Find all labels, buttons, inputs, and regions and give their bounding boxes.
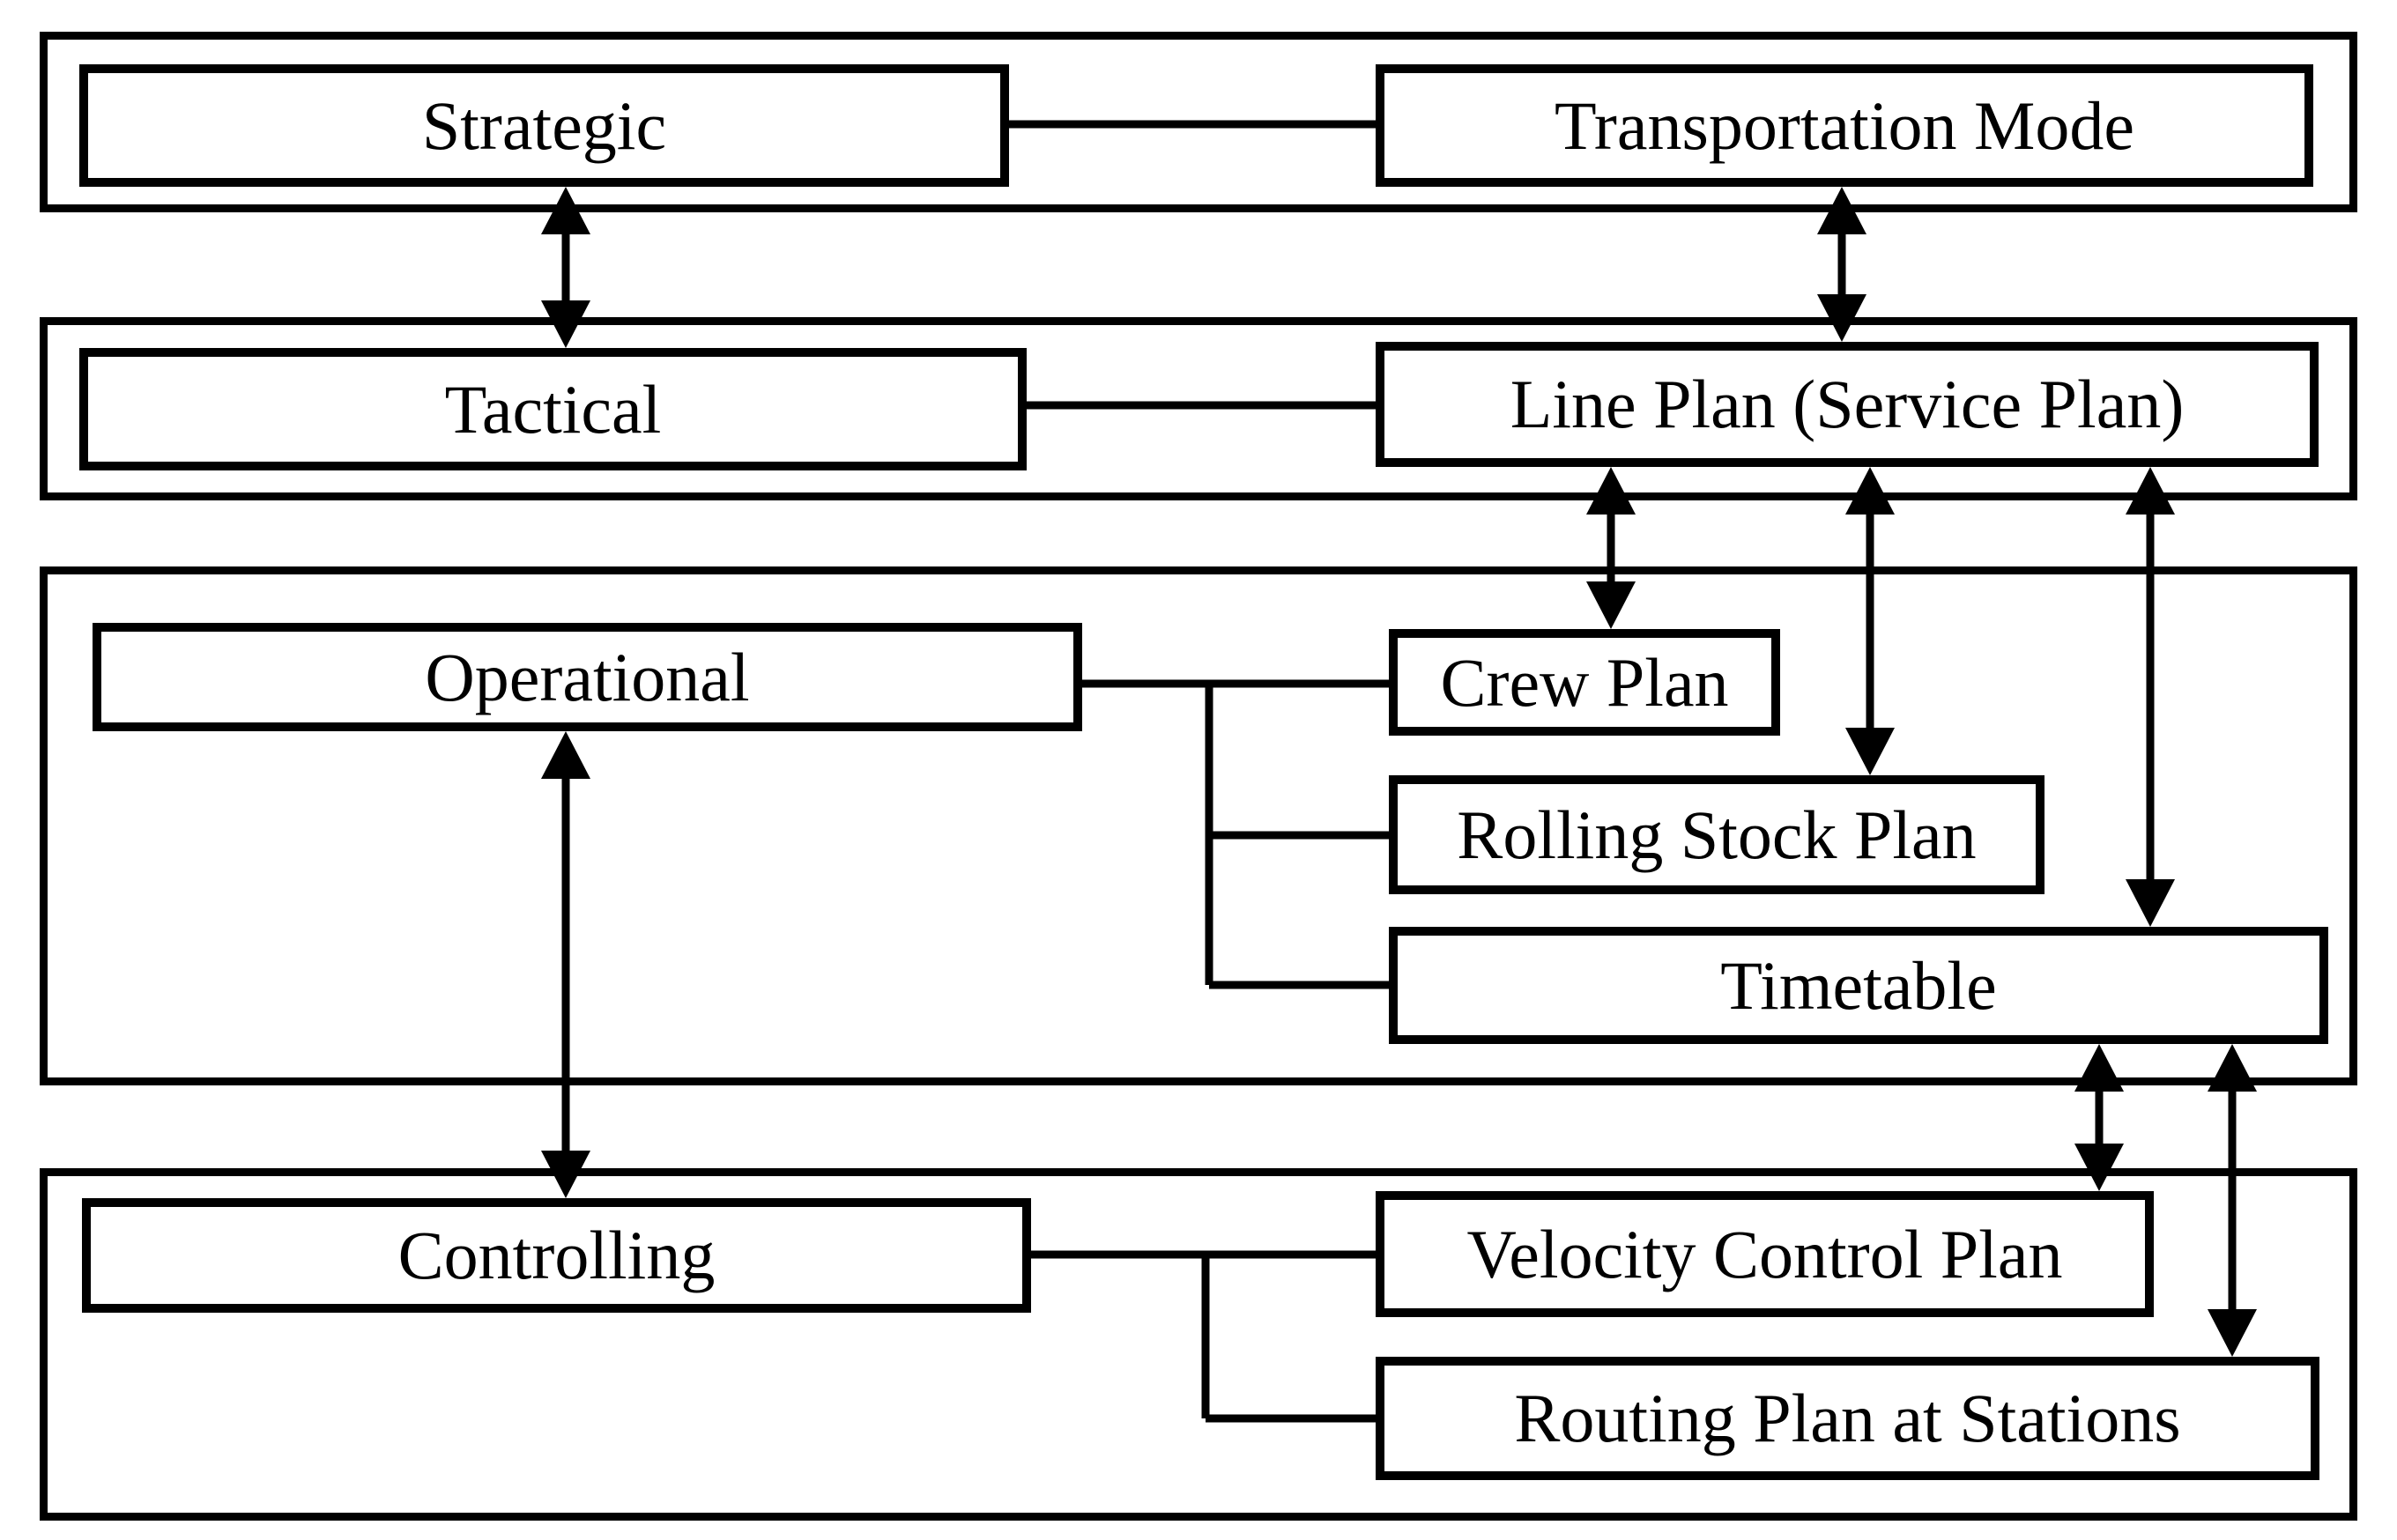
arrowhead-up xyxy=(2126,467,2175,515)
arrowhead-up xyxy=(2074,1044,2124,1092)
arrowhead-down xyxy=(2126,879,2175,927)
operational-label: Operational xyxy=(425,638,750,715)
timetable-velocity-double-arrow xyxy=(2074,1044,2124,1191)
strategic-label: Strategic xyxy=(421,86,667,164)
tactical-label: Tactical xyxy=(444,370,662,448)
strategic-box: Strategic xyxy=(79,64,1009,187)
rolling-stock-plan-label: Rolling Stock Plan xyxy=(1457,796,1977,873)
velocity-control-plan-box: Velocity Control Plan xyxy=(1376,1191,2154,1317)
arrowhead-down xyxy=(1586,581,1636,629)
controlling-label: Controlling xyxy=(397,1217,716,1293)
rolling-stock-plan-box: Rolling Stock Plan xyxy=(1389,775,2044,894)
crew-plan-box: Crew Plan xyxy=(1389,629,1780,736)
line-plan-label: Line Plan (Service Plan) xyxy=(1510,366,2185,442)
controlling-box: Controlling xyxy=(82,1198,1031,1313)
timetable-label: Timetable xyxy=(1720,946,1997,1024)
lineplan-crewplan-double-arrow xyxy=(1586,467,1636,629)
arrowhead-up xyxy=(1586,467,1636,515)
transportation-lineplan-double-arrow xyxy=(1817,187,1866,342)
lineplan-rollingstock-double-arrow xyxy=(1845,467,1895,775)
controlling-level-band xyxy=(40,1168,2357,1521)
arrowhead-up xyxy=(2208,1044,2257,1092)
arrowhead-down xyxy=(1845,728,1895,775)
arrowhead-down xyxy=(541,1151,590,1198)
operational-controlling-double-arrow xyxy=(541,731,590,1198)
operational-level-band xyxy=(40,566,2357,1085)
arrowhead-down xyxy=(2208,1309,2257,1357)
velocity-control-plan-label: Velocity Control Plan xyxy=(1466,1215,2063,1292)
arrowhead-up xyxy=(541,731,590,779)
line-plan-box: Line Plan (Service Plan) xyxy=(1376,342,2319,467)
arrowhead-down xyxy=(541,300,590,348)
arrowhead-up xyxy=(1817,187,1866,234)
lineplan-timetable-double-arrow xyxy=(2126,467,2175,927)
timetable-box: Timetable xyxy=(1389,927,2328,1044)
crew-plan-label: Crew Plan xyxy=(1440,643,1729,721)
arrowhead-down xyxy=(1817,294,1866,342)
transportation-mode-label: Transportation Mode xyxy=(1555,86,2134,164)
routing-plan-label: Routing Plan at Stations xyxy=(1514,1380,2181,1456)
strategic-level-band xyxy=(40,32,2357,212)
tactical-box: Tactical xyxy=(79,348,1027,470)
timetable-routing-double-arrow xyxy=(2208,1044,2257,1357)
strategic-tactical-double-arrow xyxy=(541,187,590,348)
operational-box: Operational xyxy=(93,623,1082,731)
tactical-level-band xyxy=(40,317,2357,500)
transportation-mode-box: Transportation Mode xyxy=(1376,64,2313,187)
arrowhead-up xyxy=(541,187,590,234)
routing-plan-box: Routing Plan at Stations xyxy=(1376,1357,2319,1480)
arrowhead-up xyxy=(1845,467,1895,515)
arrowhead-down xyxy=(2074,1144,2124,1191)
